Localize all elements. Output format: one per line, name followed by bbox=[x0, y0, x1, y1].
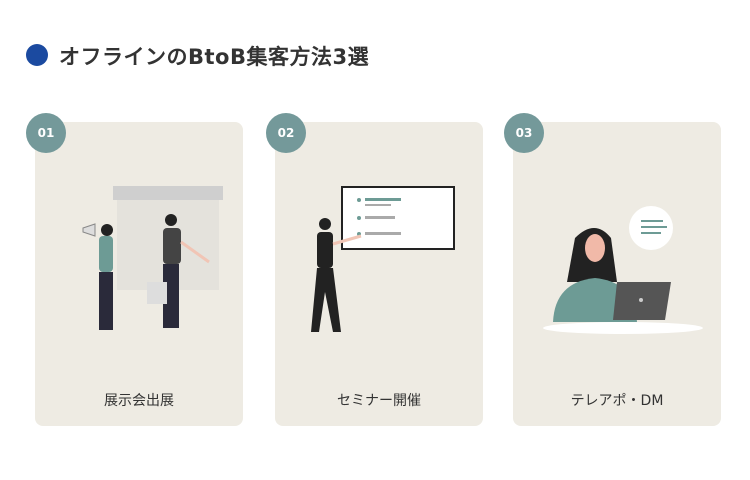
card-label: セミナー開催 bbox=[337, 393, 421, 409]
card-telemarketing[interactable]: テレアポ・DM bbox=[513, 122, 721, 426]
heading-bullet-icon bbox=[26, 44, 48, 66]
card-exhibition[interactable]: 展示会出展 bbox=[35, 122, 243, 426]
page-title: オフラインのBtoB集客方法3選 bbox=[59, 45, 370, 69]
card-label: テレアポ・DM bbox=[570, 393, 664, 409]
card-number-badge: 03 bbox=[504, 113, 544, 153]
card-number-badge: 01 bbox=[26, 113, 66, 153]
seminar-illustration bbox=[311, 186, 455, 332]
card-number-badge: 02 bbox=[266, 113, 306, 153]
card-label: 展示会出展 bbox=[104, 393, 174, 409]
exhibition-illustration bbox=[82, 186, 223, 330]
card-seminar[interactable]: セミナー開催 bbox=[275, 122, 483, 426]
telemarketing-illustration bbox=[543, 206, 703, 334]
